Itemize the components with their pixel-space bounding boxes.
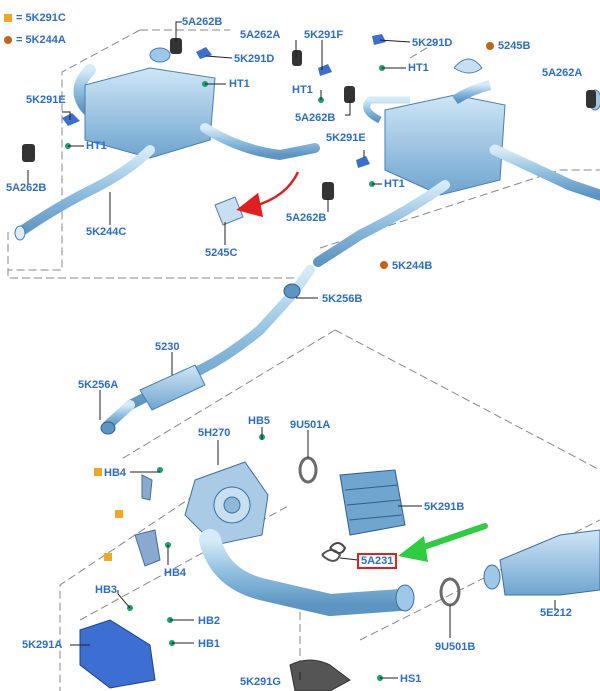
label-ht1-c: HT1 [292,84,313,96]
label-hb3: HB3 [95,584,118,596]
label-5k291e-right: 5K291E [326,132,366,144]
label-9u501b: 9U501B [435,641,476,653]
gasket-9u501a [298,456,318,484]
left-muffler-pipe-5k244c [15,145,155,237]
label-5k256a: 5K256A [78,379,119,391]
center-pipe-resonator [100,265,315,435]
label-5k291e-left: 5K291E [26,94,66,106]
left-muffler-crossover [200,123,320,161]
left-muffler-body [84,67,216,159]
center-pipe [125,265,315,410]
label-5a262b-left: 5A262B [6,182,47,194]
right-muffler-outlet [452,80,492,105]
label-5a262a-top: 5A262A [240,29,281,41]
right-muffler-pipe-5k244b [313,180,450,267]
clamp-5a231 [321,549,342,562]
label-ht1-a: HT1 [229,78,250,90]
label-hb4-top: HB4 [104,467,127,479]
leader-lines [27,21,556,680]
label-5245c: 5245C [205,247,238,259]
label-ht1-e: HT1 [384,178,405,190]
resonator-5230 [139,364,206,411]
red-callout-arrow [236,171,300,218]
label-5k291d-left: 5K291D [234,53,275,65]
label-5k291d-right: 5K291D [412,37,453,49]
label-hb1: HB1 [198,638,221,650]
label-5k256b: 5K256B [322,293,363,305]
label-ht1-b: HT1 [408,62,429,74]
label-hb5: HB5 [248,415,271,427]
gasket-5k291g [289,659,351,691]
dashed-outlines [7,29,600,691]
label-hs1: HS1 [400,673,422,685]
label-5k244b: 5K244B [392,260,433,272]
catalyst-manifold-assembly [79,456,600,691]
label-5k291f: 5K291F [304,29,344,41]
front-catalyst-5e212 [499,529,600,596]
heat-shield-5k291a [79,619,156,689]
label-5a262a-right: 5A262A [542,67,583,79]
label-5k291a: 5K291A [22,639,63,651]
label-hb2: HB2 [198,615,221,627]
label-5a262b-mid: 5A262B [295,112,336,124]
legend-entry-5k291c: = 5K291C [4,12,66,24]
label-5a231-highlighted: 5A231 [357,553,398,569]
right-muffler-tailpipe [489,144,600,201]
label-hb4-bottom: HB4 [164,567,187,579]
front-pipe-end [103,400,135,430]
label-5245b: 5245B [498,40,531,52]
label-5h270: 5H270 [198,427,231,439]
label-9u501a: 9U501A [290,419,331,431]
green-pointer-arrow [398,523,488,562]
legend-entry-5k244a: = 5K244A [4,34,66,46]
label-5a262b-center: 5A262B [286,212,327,224]
left-muffler-outlet [149,47,171,63]
label-5230: 5230 [155,341,180,353]
label-5e212: 5E212 [540,607,572,619]
gasket-9u501b [439,577,461,607]
orange-square-icon [4,14,12,22]
downpipe-catalyst [199,529,411,617]
label-ht1-d: HT1 [86,140,107,152]
label-5k244c: 5K244C [86,226,127,238]
label-5k291b: 5K291B [424,501,465,513]
right-rear-muffler-assembly [313,80,600,267]
brown-circle-icon [4,36,12,44]
label-5a262b-top: 5A262B [182,16,223,28]
left-rear-muffler-assembly [14,47,320,241]
label-5k291g: 5K291G [240,676,281,688]
